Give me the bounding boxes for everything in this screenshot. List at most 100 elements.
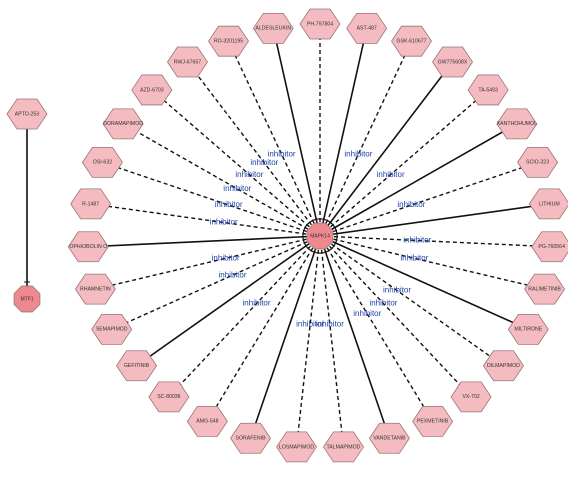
node-shape xyxy=(102,108,144,140)
edge-ro-3201195 xyxy=(227,40,321,237)
node-label: R-1487 xyxy=(82,201,99,207)
node-scio-323[interactable]: SCIO-323 xyxy=(517,146,559,178)
node-doramapimod[interactable]: DORAMAPIMOD xyxy=(102,108,144,140)
node-gsk-610677[interactable]: GSK-610677 xyxy=(391,25,432,57)
node-ro-3201195[interactable]: RO-3201195 xyxy=(208,25,249,57)
node-shape xyxy=(208,25,249,57)
node-osi-632[interactable]: OSI-632 xyxy=(81,146,123,178)
node-lithium[interactable]: LITHIUM xyxy=(528,188,568,220)
node-label: OSI-632 xyxy=(93,160,112,166)
node-shape xyxy=(74,273,116,305)
node-gw775608x[interactable]: GW775608X xyxy=(432,46,474,78)
edge-label-r-1487: inhibitor xyxy=(210,218,238,227)
edge-ast-487 xyxy=(319,28,368,237)
edge-ophiobolin-o xyxy=(88,235,321,248)
node-mtf1[interactable]: MTF1 xyxy=(13,285,41,313)
edge-labels: inhibitorinhibitorinhibitorinhibitorinhi… xyxy=(210,149,432,328)
node-shape xyxy=(230,422,272,454)
node-ophiobolin-o[interactable]: OPHIOBOLIN O xyxy=(67,231,109,263)
node-shape xyxy=(70,188,112,220)
node-sc-80036[interactable]: SC-80036 xyxy=(148,381,190,413)
node-ta-5493[interactable]: TA-5493 xyxy=(467,74,509,106)
node-label: SCIO-323 xyxy=(526,160,549,166)
node-shape xyxy=(322,431,364,463)
node-shape xyxy=(91,313,133,345)
edge-gefitinib xyxy=(136,235,321,367)
edge-xanthohumol xyxy=(319,123,518,237)
node-azd-6703[interactable]: AZD-6703 xyxy=(131,74,173,106)
node-shape xyxy=(531,231,568,263)
node-label: PG-760564 xyxy=(538,244,565,250)
edge-azd-6703 xyxy=(151,89,321,237)
edge-label-vx-702: inhibitor xyxy=(369,299,397,308)
node-pexmetinib[interactable]: PEXMETINIB xyxy=(412,405,454,437)
edge-head-aldesleukin xyxy=(313,218,320,221)
node-label: MTF1 xyxy=(20,296,33,302)
node-label: DORAMAPIMOD xyxy=(103,121,143,127)
edge-miltirone xyxy=(319,235,529,331)
node-shape xyxy=(346,12,388,44)
side-graph-edges xyxy=(24,114,30,299)
edge-label-dilmapimod: inhibitor xyxy=(383,286,411,295)
node-aldesleukin[interactable]: ALDESLEUKIN xyxy=(252,12,294,44)
node-shape xyxy=(432,46,474,78)
node-shape xyxy=(6,98,48,130)
hub-label: MAPK14 xyxy=(310,233,330,239)
node-shape xyxy=(299,8,341,40)
node-shape xyxy=(81,146,123,178)
node-pg-760564[interactable]: PG-760564 xyxy=(531,231,568,263)
node-shape xyxy=(482,350,524,382)
edge-pg-760564 xyxy=(319,235,552,248)
node-label: RALIMETINIB xyxy=(528,287,561,293)
edge-gw775608x xyxy=(319,61,454,237)
node-apto-253[interactable]: APTO-253 xyxy=(6,98,48,130)
edge-label-pg-760564: inhibitor xyxy=(403,236,431,245)
node-ast-487[interactable]: AST-487 xyxy=(346,12,388,44)
node-shape xyxy=(467,74,509,106)
node-xanthohumol[interactable]: XANTHOHUMOL xyxy=(496,108,538,140)
node-shape xyxy=(116,350,158,382)
node-label: PH-797804 xyxy=(307,21,333,27)
hub-node[interactable]: MAPK14 xyxy=(306,222,334,250)
node-r-1487[interactable]: R-1487 xyxy=(70,188,112,220)
node-shape xyxy=(517,146,559,178)
node-label: AZD-6703 xyxy=(140,87,164,93)
node-rhamnetin[interactable]: RHAMNETIN xyxy=(74,273,116,305)
edge-scio-323 xyxy=(319,161,538,237)
node-shape xyxy=(13,285,41,313)
node-vx-702[interactable]: VX-702 xyxy=(450,381,492,413)
node-ph-797804[interactable]: PH-797804 xyxy=(299,8,341,40)
node-label: RWJ-67657 xyxy=(174,59,201,65)
edge-ralimetinib xyxy=(319,235,545,290)
node-shape xyxy=(148,381,190,413)
edge-label-ro-3201195: inhibitor xyxy=(268,149,296,158)
node-shape xyxy=(528,188,568,220)
edge-label-scio-323: inhibitor xyxy=(397,200,425,209)
node-vandetanib[interactable]: VANDETANIB xyxy=(368,422,410,454)
edge-lithium xyxy=(319,203,550,237)
node-semapimod[interactable]: SEMAPIMOD xyxy=(91,313,133,345)
edge-label-pexmetinib: inhibitor xyxy=(353,309,381,318)
edge-label-ralimetinib: inhibitor xyxy=(400,253,428,262)
edge-label-doramapimod: inhibitor xyxy=(223,184,251,193)
hub-node-group: MAPK14 xyxy=(306,222,334,250)
node-label: LITHIUM xyxy=(539,201,560,207)
node-miltirone[interactable]: MILTIRONE xyxy=(507,313,549,345)
node-ralimetinib[interactable]: RALIMETINIB xyxy=(524,273,566,305)
node-label: VANDETANIB xyxy=(373,436,406,442)
edge-label-talmapimod: inhibitor xyxy=(316,320,344,329)
node-amg-548[interactable]: AMG-548 xyxy=(186,405,228,437)
edge-label-semapimod: inhibitor xyxy=(219,270,247,279)
node-gefitinib[interactable]: GEFITINIB xyxy=(116,350,158,382)
node-label: GW775608X xyxy=(438,59,468,65)
edge-label-azd-6703: inhibitor xyxy=(235,170,263,179)
node-rwj-67657[interactable]: RWJ-67657 xyxy=(166,46,208,78)
node-label: SORAFENIB xyxy=(236,436,267,442)
node-label: XANTHOHUMOL xyxy=(497,121,537,127)
node-talmapimod[interactable]: TALMAPIMOD xyxy=(322,431,364,463)
node-losmapimod[interactable]: LOSMAPIMOD xyxy=(276,431,318,463)
node-dilmapimod[interactable]: DILMAPIMOD xyxy=(482,350,524,382)
node-sorafenib[interactable]: SORAFENIB xyxy=(230,422,272,454)
